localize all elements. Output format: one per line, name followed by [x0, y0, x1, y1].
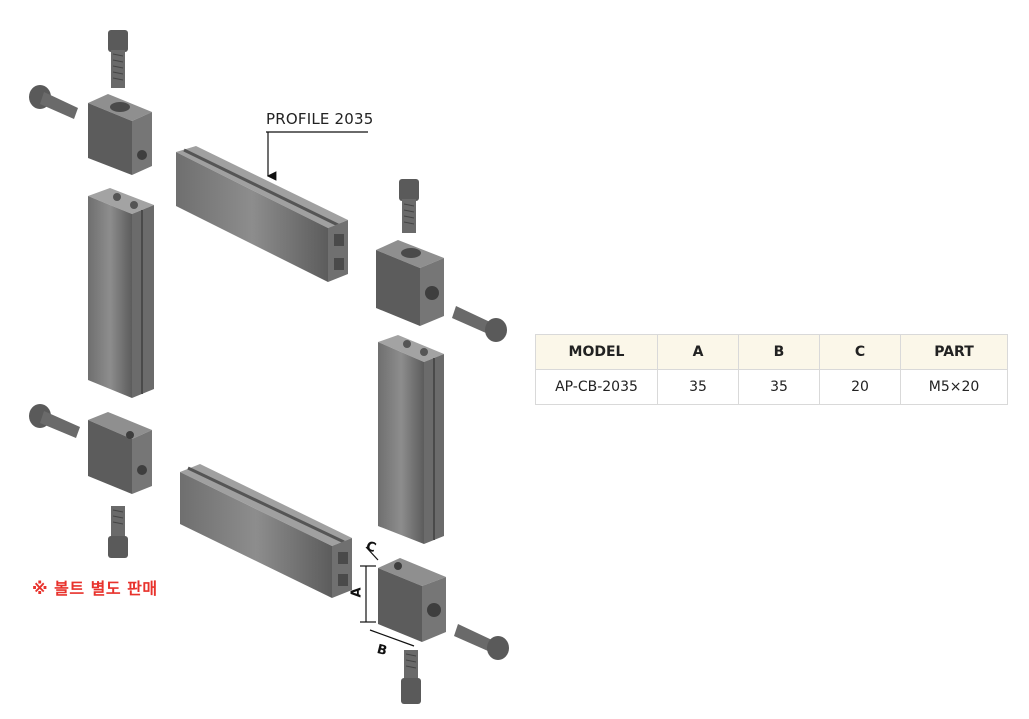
corner-block-icon — [378, 558, 446, 642]
spec-table: MODEL A B C PART AP-CB-2035 35 35 20 M5×… — [535, 334, 1008, 405]
bottom-left-corner-group — [29, 404, 152, 558]
bolt-sold-separately-note: ※ 볼트 별도 판매 — [32, 579, 158, 598]
cell-a: 35 — [657, 369, 739, 405]
cell-b: 35 — [738, 369, 820, 405]
socket-bolt-icon — [401, 650, 421, 704]
profile-callout-leader — [266, 131, 368, 181]
corner-block-icon — [376, 240, 444, 326]
socket-bolt-icon — [108, 30, 128, 88]
socket-bolt-icon — [29, 404, 80, 438]
cell-model: AP-CB-2035 — [535, 369, 658, 405]
socket-bolt-icon — [29, 85, 78, 119]
cell-c: 20 — [819, 369, 901, 405]
top-left-corner-group — [29, 30, 152, 175]
header-model: MODEL — [535, 334, 658, 370]
bottom-right-corner-group — [360, 546, 509, 704]
aluminum-profile-icon — [176, 146, 348, 282]
corner-block-icon — [88, 412, 152, 494]
header-a: A — [657, 334, 739, 370]
socket-bolt-icon — [108, 506, 128, 558]
socket-bolt-icon — [399, 179, 419, 233]
header-c: C — [819, 334, 901, 370]
aluminum-profile-icon — [180, 464, 352, 598]
dimension-lines — [360, 546, 415, 647]
top-right-corner-group — [376, 179, 507, 342]
header-b: B — [738, 334, 820, 370]
table-row: AP-CB-2035 35 35 20 M5×20 — [535, 369, 1008, 405]
socket-bolt-icon — [454, 624, 509, 660]
aluminum-profile-icon — [378, 335, 444, 544]
aluminum-profile-icon — [88, 188, 154, 398]
socket-bolt-icon — [452, 306, 507, 342]
cell-part: M5×20 — [900, 369, 1008, 405]
header-part: PART — [900, 334, 1008, 370]
corner-block-icon — [88, 94, 152, 175]
dimension-label-a: A — [349, 587, 365, 598]
profile-callout-label: PROFILE 2035 — [266, 110, 374, 128]
spec-table-header-row: MODEL A B C PART — [535, 334, 1008, 370]
